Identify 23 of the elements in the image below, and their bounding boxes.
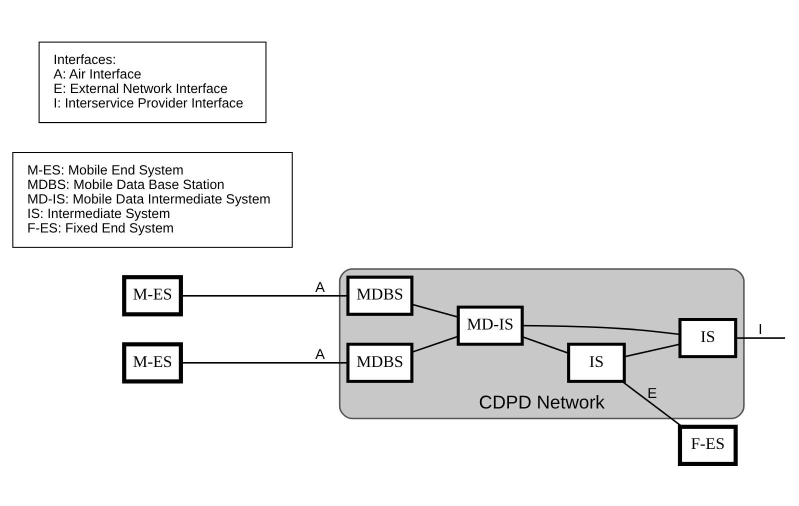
node-box: IS: [567, 342, 626, 383]
connector: [412, 336, 458, 353]
node-box: M-ES: [122, 275, 183, 316]
connector: [624, 343, 680, 358]
node-box: MDBS: [346, 276, 414, 316]
node-box: M-ES: [122, 342, 183, 384]
node-box: MD-IS: [456, 306, 524, 346]
node-box: MDBS: [346, 342, 414, 383]
connector: [181, 295, 348, 297]
connector: [412, 304, 458, 318]
connector: [522, 324, 680, 336]
connector: [622, 380, 683, 428]
edge-label: E: [647, 386, 657, 402]
edge-label: A: [315, 346, 325, 363]
node-box: M-ES: Mobile End System MDBS: Mobile Data Base Station MD-IS: Mobile Data Intermediate System IS: Intermediate System F-ES: Fixed End System: [12, 152, 293, 248]
edge-label: I: [758, 322, 762, 338]
node-box: IS: [678, 318, 738, 358]
connector: [736, 337, 786, 339]
connector: [522, 336, 569, 354]
connector: [181, 362, 348, 364]
node-box: F-ES: [678, 424, 738, 466]
node-box: Interfaces: A: Air Interface E: External Network Interface I: Interservice Provider Interface: [38, 42, 266, 124]
edge-label: A: [315, 280, 325, 296]
